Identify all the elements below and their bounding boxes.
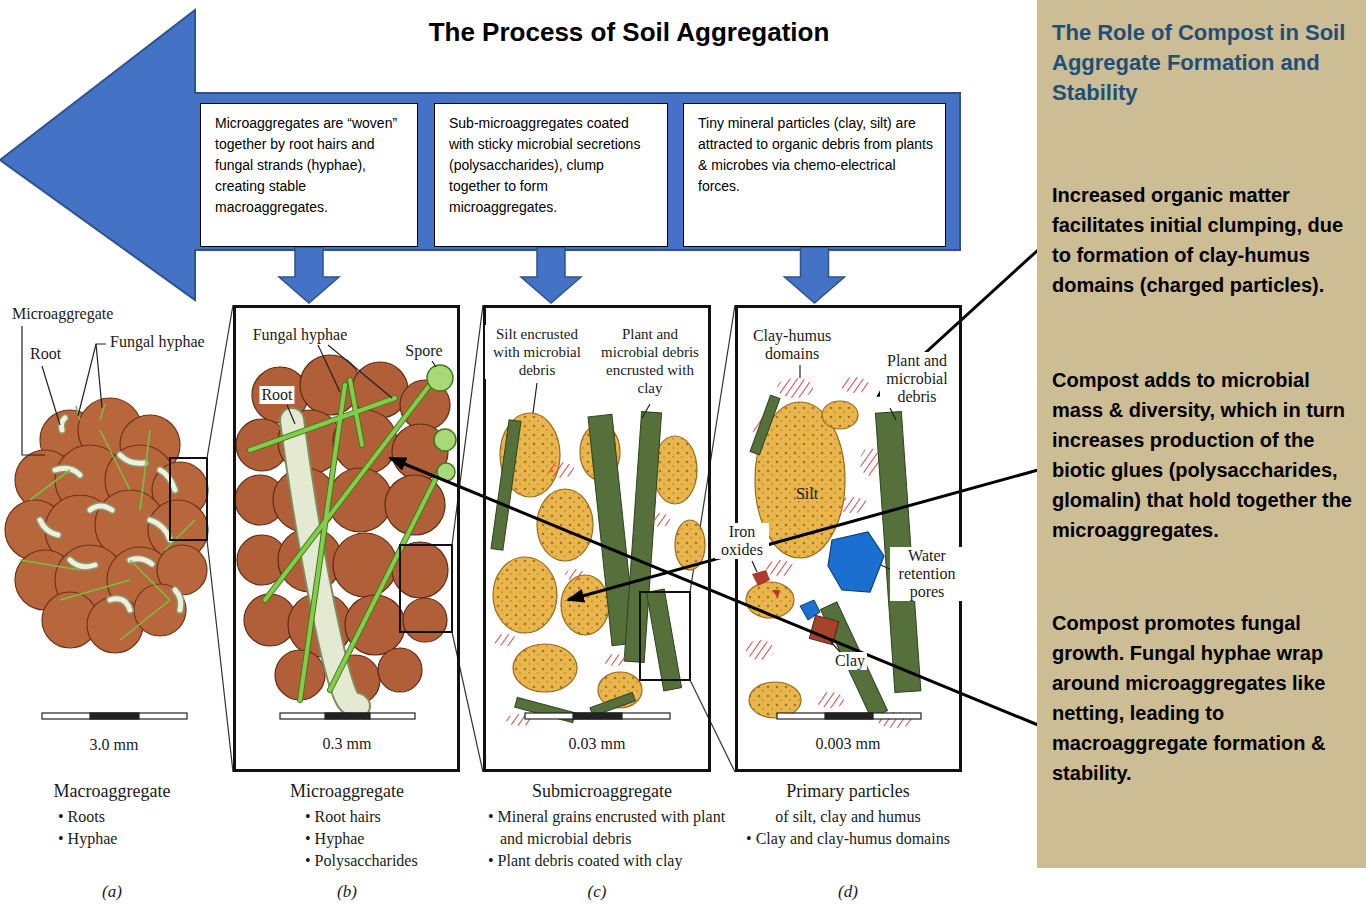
zoom-frame xyxy=(170,458,207,540)
panel-tag: (b) xyxy=(337,882,357,902)
submicroaggregate-drawing xyxy=(491,412,705,726)
panel-paragraph: Compost promotes fungal growth. Fungal h… xyxy=(1052,608,1352,788)
part-label: Spore xyxy=(403,342,444,360)
scale-text: 0.03 mm xyxy=(569,735,626,753)
root-drawing xyxy=(40,418,181,610)
part-label: Water retention pores xyxy=(890,547,964,601)
scale-bar xyxy=(42,713,921,719)
part-label: Iron oxides xyxy=(715,523,769,559)
caption-bullet: • Root hairs xyxy=(237,806,457,828)
caption-heading: Macroaggregate xyxy=(2,780,222,802)
panel-paragraph: Compost adds to microbial mass & diversi… xyxy=(1052,365,1352,545)
box-text: Microaggregates are “woven” together by … xyxy=(215,113,407,218)
part-label: Silt xyxy=(794,485,820,503)
caption-bullet: • Polysaccharides xyxy=(237,850,457,872)
leader-line xyxy=(22,326,106,455)
illustration-panel: Fungal hyphaeSporeRoot0.3 mmMicroaggrega… xyxy=(233,305,460,772)
zoom-line xyxy=(207,305,735,772)
caption-bullet: • Hyphae xyxy=(237,828,457,850)
diagram-title: The Process of Soil Aggregation xyxy=(429,16,830,48)
flow-arrow xyxy=(279,247,339,303)
panel-paragraph: Increased organic matter facilitates ini… xyxy=(1052,180,1352,300)
zoom-frame xyxy=(400,545,452,632)
leader-line xyxy=(752,365,896,652)
process-box: Tiny mineral particles (clay, silt) are … xyxy=(683,103,946,247)
macroaggregate-drawing xyxy=(5,398,208,653)
spore-drawing xyxy=(427,365,456,481)
part-label: Clay xyxy=(833,652,867,670)
flow-arrow xyxy=(521,247,581,303)
process-box: Microaggregates are “woven” together by … xyxy=(200,103,418,247)
process-box: Sub-microaggregates coated with sticky m… xyxy=(434,103,668,247)
part-label: Microaggregate xyxy=(10,305,115,323)
caption-group: Submicroaggregate • Mineral grains encrus… xyxy=(478,780,726,872)
part-label: Silt encrusted with microbial debris xyxy=(485,325,589,379)
scale-text: 0.003 mm xyxy=(816,735,881,753)
part-label: Plant and microbial debris xyxy=(880,352,954,406)
caption-bullet: • Clay and clay-humus domains xyxy=(728,828,968,850)
info-panel: The Role of Compost in Soil Aggregate Fo… xyxy=(1037,0,1366,868)
caption-heading: Microaggregate xyxy=(237,780,457,802)
hyphae-drawing xyxy=(20,404,195,640)
panel-heading: The Role of Compost in Soil Aggregate Fo… xyxy=(1052,18,1352,108)
caption-bullet: • Hyphae xyxy=(2,828,222,850)
part-label: Fungal hyphae xyxy=(108,333,207,351)
microaggregate-drawing xyxy=(235,355,450,705)
caption-bullet: • Plant debris coated with clay xyxy=(478,850,726,872)
part-label: Clay-humus domains xyxy=(745,327,839,363)
illustration-panel: Clay-humus domainsPlant and microbial de… xyxy=(735,305,962,772)
caption-heading: Primary particles xyxy=(728,780,968,802)
caption-bullet: of silt, clay and humus xyxy=(728,806,968,828)
panel-tag: (d) xyxy=(838,882,858,902)
caption-bullet: • Mineral grains encrusted with plant an… xyxy=(478,806,726,850)
panel-tag: (a) xyxy=(102,882,122,902)
box-text: Tiny mineral particles (clay, silt) are … xyxy=(698,113,935,197)
flow-arrow xyxy=(785,247,845,303)
part-label: Fungal hyphae xyxy=(251,326,350,344)
scale-text: 3.0 mm xyxy=(90,736,139,754)
caption-heading: Submicroaggregate xyxy=(478,780,726,802)
hyphae-drawing xyxy=(250,378,440,700)
part-label: Root xyxy=(259,386,294,404)
part-label: Plant and microbial debris encrusted wit… xyxy=(595,325,705,397)
caption-group: Macroaggregate • Roots• Hyphae xyxy=(2,780,222,850)
caption-group: Microaggregate • Root hairs• Hyphae• Poly… xyxy=(237,780,457,872)
root-drawing xyxy=(292,420,358,706)
illustration-panel: Silt encrusted with microbial debrisPlan… xyxy=(483,305,711,772)
panel-tag: (c) xyxy=(588,882,607,902)
zoom-frame xyxy=(640,592,690,680)
box-text: Sub-microaggregates coated with sticky m… xyxy=(449,113,657,218)
scale-text: 0.3 mm xyxy=(323,735,372,753)
part-label: Root xyxy=(28,345,63,363)
caption-bullet: • Roots xyxy=(2,806,222,828)
leader-arrow xyxy=(390,250,1038,725)
caption-group: Primary particles of silt, clay and humus… xyxy=(728,780,968,850)
